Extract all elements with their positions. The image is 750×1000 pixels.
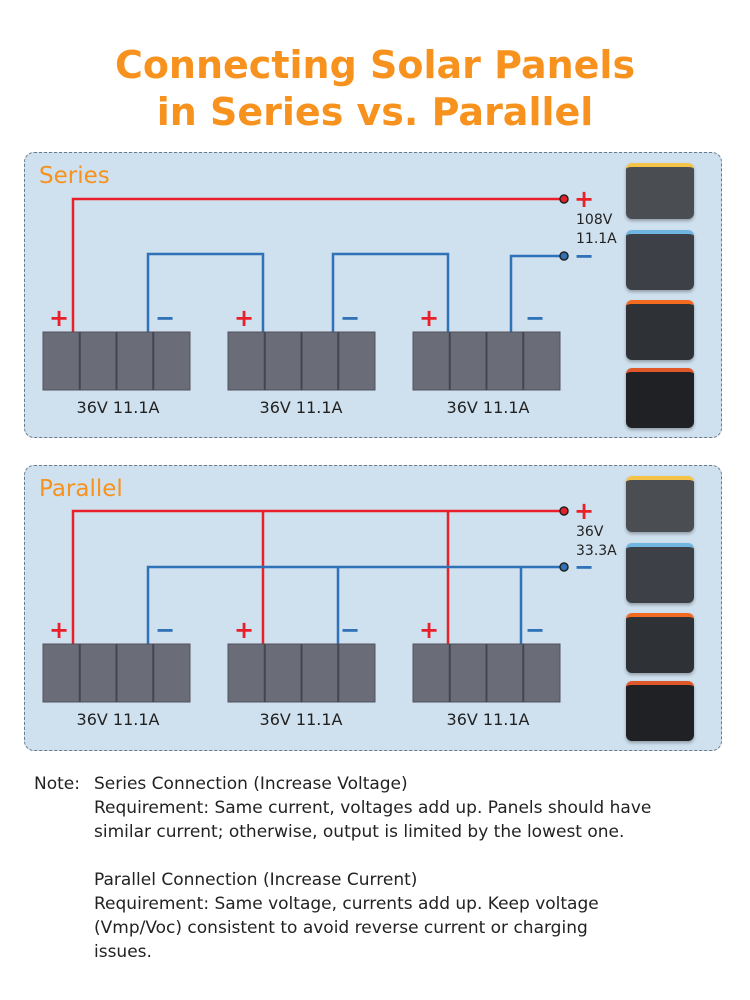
series-heading: Series bbox=[39, 163, 110, 189]
minus-sign: − bbox=[340, 304, 360, 332]
minus-sign: − bbox=[525, 616, 545, 644]
plus-sign: + bbox=[419, 616, 439, 644]
parallel-output-voltage: 36V bbox=[576, 524, 604, 540]
series-output-current: 11.1A bbox=[576, 231, 617, 247]
power-station-image bbox=[626, 543, 694, 603]
power-station-image bbox=[626, 681, 694, 741]
minus-sign: − bbox=[525, 304, 545, 332]
parallel-output-current: 33.3A bbox=[576, 543, 617, 559]
title-line-1: Connecting Solar Panels bbox=[114, 43, 636, 87]
parallel-negative-bus bbox=[146, 565, 564, 644]
series-link-wire bbox=[331, 252, 450, 332]
plus-sign: + bbox=[49, 304, 69, 332]
series-note-title: Series Connection (Increase Voltage) bbox=[94, 774, 408, 794]
output-plus: + bbox=[574, 185, 594, 213]
parallel-positive-bus bbox=[71, 509, 564, 644]
positive-terminal bbox=[559, 194, 569, 204]
parallel-note-text: issues. bbox=[94, 942, 152, 962]
title-line-2: in Series vs. Parallel bbox=[156, 90, 594, 134]
minus-sign: − bbox=[340, 616, 360, 644]
panel-label: 36V 11.1A bbox=[446, 710, 530, 729]
series-negative-wire bbox=[509, 254, 564, 332]
power-station-image bbox=[626, 613, 694, 673]
panel-label: 36V 11.1A bbox=[446, 398, 530, 417]
negative-terminal bbox=[559, 251, 569, 261]
power-station-image bbox=[626, 163, 694, 219]
parallel-note-text: (Vmp/Voc) consistent to avoid reverse cu… bbox=[94, 918, 588, 938]
parallel-note-text: Requirement: Same voltage, currents add … bbox=[94, 894, 599, 914]
positive-terminal bbox=[559, 506, 569, 516]
output-minus: − bbox=[574, 242, 594, 270]
plus-sign: + bbox=[234, 616, 254, 644]
power-station-image bbox=[626, 300, 694, 360]
minus-sign: − bbox=[155, 616, 175, 644]
plus-sign: + bbox=[49, 616, 69, 644]
series-note-text: similar current; otherwise, output is li… bbox=[94, 822, 625, 842]
minus-sign: − bbox=[155, 304, 175, 332]
note-label: Note: bbox=[34, 774, 80, 794]
plus-sign: + bbox=[234, 304, 254, 332]
power-station-image bbox=[626, 368, 694, 428]
output-plus: + bbox=[574, 497, 594, 525]
panel-label: 36V 11.1A bbox=[76, 710, 160, 729]
parallel-heading: Parallel bbox=[39, 476, 123, 502]
plus-sign: + bbox=[419, 304, 439, 332]
power-station-image bbox=[626, 476, 694, 532]
negative-terminal bbox=[559, 562, 569, 572]
panel-label: 36V 11.1A bbox=[259, 398, 343, 417]
parallel-note-title: Parallel Connection (Increase Current) bbox=[94, 870, 418, 890]
series-output-voltage: 108V bbox=[576, 212, 613, 228]
panel-label: 36V 11.1A bbox=[259, 710, 343, 729]
panel-label: 36V 11.1A bbox=[76, 398, 160, 417]
output-minus: − bbox=[574, 553, 594, 581]
series-note-text: Requirement: Same current, voltages add … bbox=[94, 798, 652, 818]
series-positive-wire bbox=[71, 197, 564, 332]
power-station-image bbox=[626, 230, 694, 290]
parallel-section bbox=[24, 465, 722, 751]
series-link-wire bbox=[146, 252, 265, 332]
